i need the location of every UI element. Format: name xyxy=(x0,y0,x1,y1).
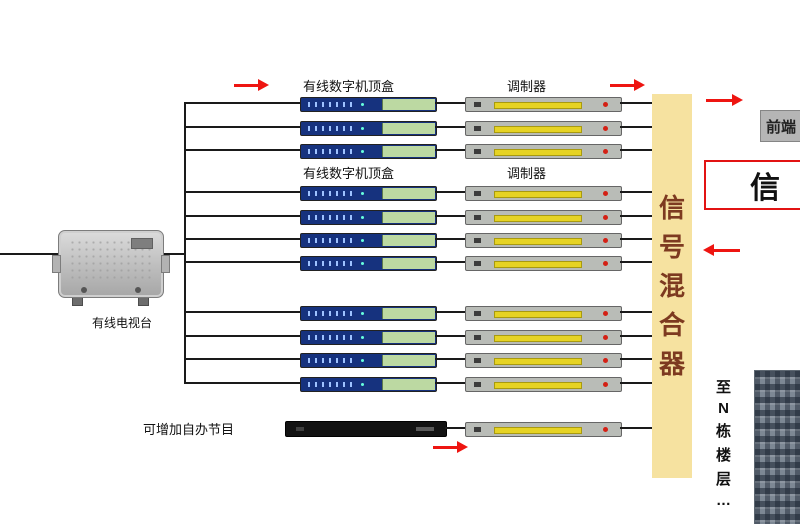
modulator xyxy=(465,210,622,225)
cable-line xyxy=(620,126,653,128)
cable-line xyxy=(184,261,300,263)
bolt xyxy=(81,287,87,293)
modulator xyxy=(465,330,622,345)
cable-line xyxy=(184,358,300,360)
stb-group1-label: 有线数字机顶盒 xyxy=(303,79,395,94)
signal-box-text: 信 xyxy=(750,172,780,205)
cable-line xyxy=(620,238,653,240)
trunk-cable-line xyxy=(184,102,186,384)
self-program-device xyxy=(285,421,447,437)
to-floors-char: N xyxy=(718,400,729,417)
flow-arrow-icon xyxy=(234,79,269,91)
cable-line xyxy=(620,215,653,217)
set-top-box xyxy=(300,256,437,271)
cable-line xyxy=(184,215,300,217)
modulator xyxy=(465,144,622,159)
set-top-box xyxy=(300,306,437,321)
flow-arrow-icon xyxy=(703,244,740,256)
cable-line xyxy=(620,102,653,104)
flow-arrow-icon xyxy=(706,94,743,106)
cable-line xyxy=(445,427,465,429)
to-floors-label: 至 N 栋 楼 层 … xyxy=(716,376,731,509)
cable-line xyxy=(184,335,300,337)
signal-mixer-bar: 信 号 混 合 器 xyxy=(652,94,692,478)
modulator xyxy=(465,186,622,201)
modulator xyxy=(465,353,622,368)
flow-arrow-icon xyxy=(610,79,645,91)
modulator-group2-label: 调制器 xyxy=(507,166,547,181)
to-floors-char: 层 xyxy=(716,471,732,488)
cable-line xyxy=(184,382,300,384)
set-top-box xyxy=(300,121,437,136)
cable-line xyxy=(620,358,653,360)
cable-line xyxy=(435,191,465,193)
cable-line xyxy=(620,427,653,429)
cable-line xyxy=(620,335,653,337)
cable-line xyxy=(184,102,300,104)
mixer-char: 合 xyxy=(658,310,685,340)
bolt xyxy=(135,287,141,293)
mixer-char: 号 xyxy=(658,232,685,262)
to-floors-char: 楼 xyxy=(716,447,732,464)
cable-line xyxy=(620,261,653,263)
mixer-char: 混 xyxy=(658,271,685,301)
cable-line xyxy=(184,238,300,240)
modulator-group1-label: 调制器 xyxy=(507,79,547,94)
modulator xyxy=(465,121,622,136)
to-floors-char: 栋 xyxy=(716,423,732,440)
to-floors-char: 至 xyxy=(716,379,732,396)
cable-line xyxy=(435,382,465,384)
cable-line xyxy=(620,149,653,151)
cable-line xyxy=(435,102,465,104)
cable-line xyxy=(620,311,653,313)
frontend-label: 前端 xyxy=(766,118,797,136)
mount-flange-left xyxy=(52,255,61,273)
device-label-plate xyxy=(131,238,153,249)
set-top-box xyxy=(300,233,437,248)
cable-line xyxy=(184,126,300,128)
station-label: 有线电视台 xyxy=(92,316,153,330)
cable-line xyxy=(435,335,465,337)
cable-line xyxy=(184,311,300,313)
cable-line xyxy=(435,261,465,263)
building-photo xyxy=(754,370,800,524)
cable-line xyxy=(435,126,465,128)
cable-tv-station-device xyxy=(52,230,170,298)
cable-line xyxy=(435,358,465,360)
mixer-char: 器 xyxy=(658,349,685,379)
set-top-box xyxy=(300,186,437,201)
set-top-box xyxy=(300,144,437,159)
cable-line xyxy=(184,149,300,151)
modulator xyxy=(465,377,622,392)
cable-line xyxy=(435,311,465,313)
mixer-char: 信 xyxy=(658,193,685,223)
flow-arrow-icon xyxy=(433,441,468,453)
modulator xyxy=(465,306,622,321)
modulator xyxy=(465,422,622,437)
cable-line xyxy=(184,191,300,193)
mount-flange-right xyxy=(161,255,170,273)
stb-group2-label: 有线数字机顶盒 xyxy=(303,166,395,181)
frontend-box: 前端 xyxy=(760,110,800,142)
cable-line xyxy=(435,238,465,240)
set-top-box xyxy=(300,353,437,368)
set-top-box xyxy=(300,210,437,225)
signal-box: 信 xyxy=(704,160,800,210)
to-floors-char: … xyxy=(716,492,731,509)
cable-line xyxy=(435,149,465,151)
modulator xyxy=(465,256,622,271)
set-top-box xyxy=(300,97,437,112)
cable-line xyxy=(620,191,653,193)
set-top-box xyxy=(300,330,437,345)
cable-line xyxy=(435,215,465,217)
set-top-box xyxy=(300,377,437,392)
cable-line xyxy=(620,382,653,384)
self-program-label: 可增加自办节目 xyxy=(143,422,235,437)
modulator xyxy=(465,233,622,248)
modulator xyxy=(465,97,622,112)
